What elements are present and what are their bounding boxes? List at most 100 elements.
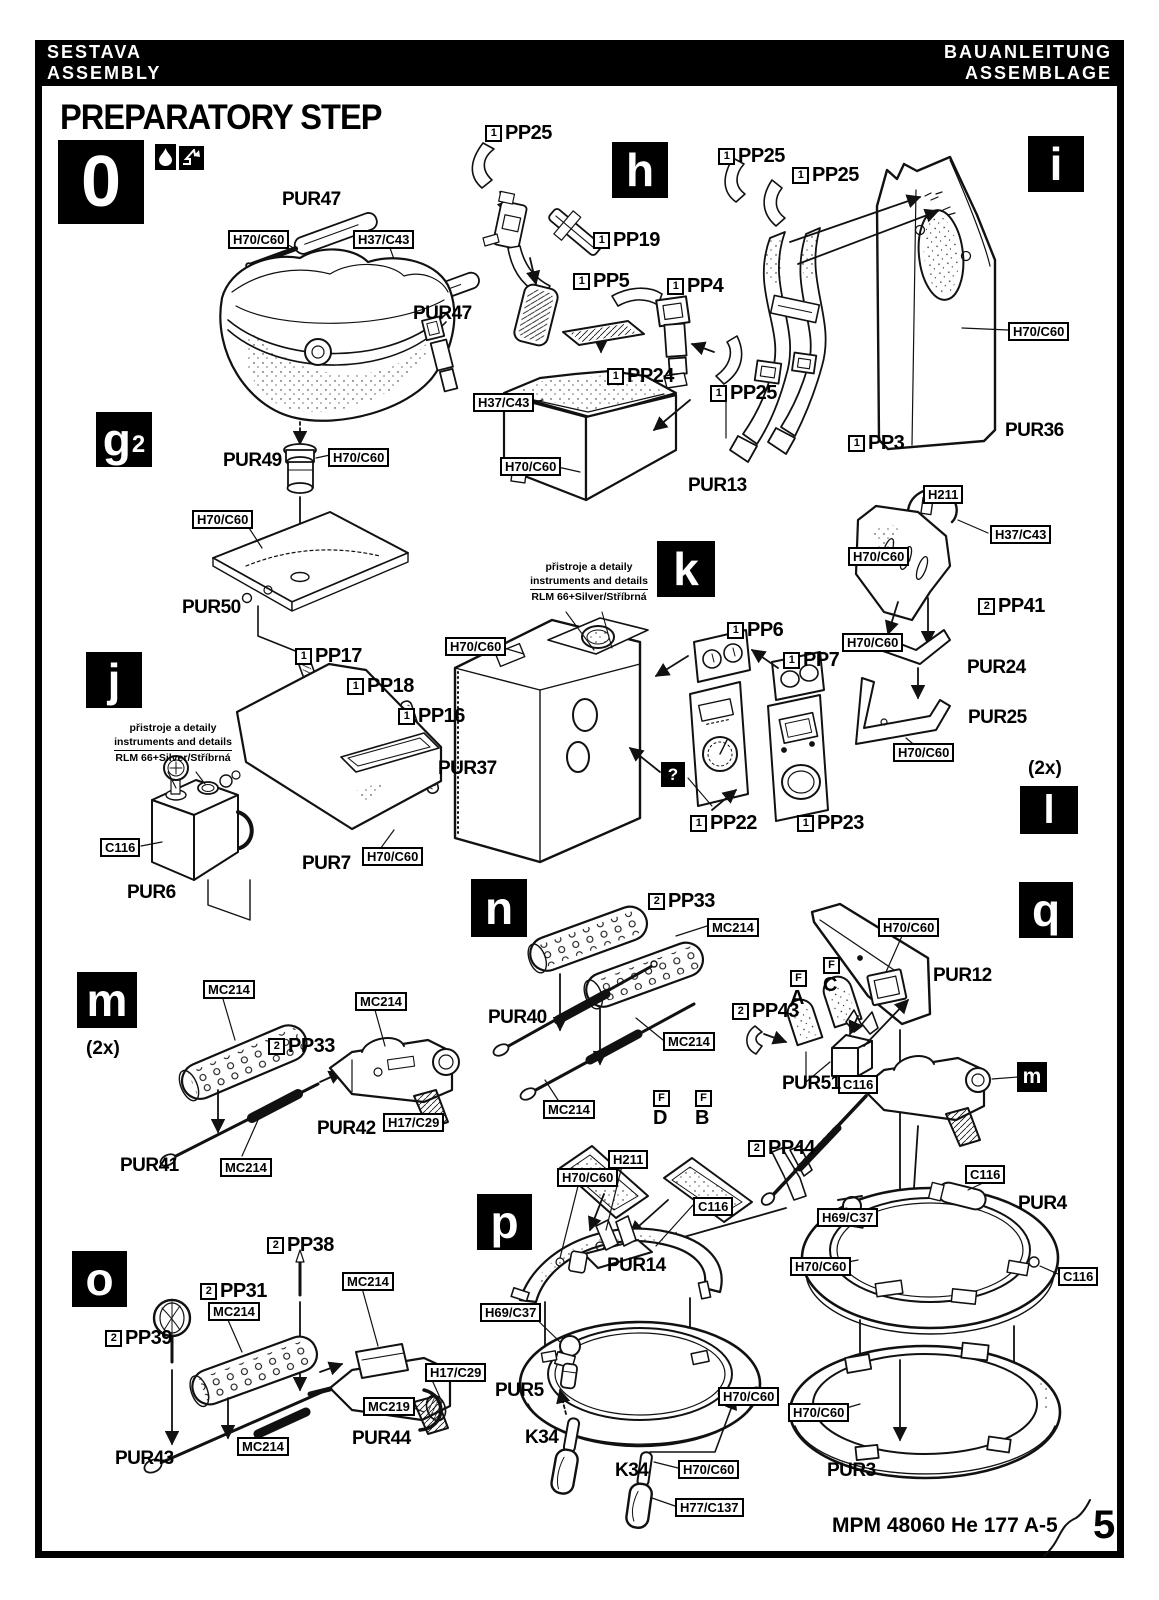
sprue-number-box: 1 xyxy=(607,368,624,385)
part-code: PP4 xyxy=(687,275,724,297)
step-letter: m xyxy=(86,974,128,1026)
paint-code-box: MC214 xyxy=(543,1100,595,1119)
paint-code-box: H70/C60 xyxy=(192,510,254,529)
paint-code-box: H70/C60 xyxy=(445,637,507,656)
paint-code-box: MC214 xyxy=(220,1158,272,1177)
sprue-number-box: 1 xyxy=(727,622,744,639)
step-letter-box-k: k xyxy=(657,541,715,597)
resin-part-name: PUR40 xyxy=(488,1007,547,1028)
step-letter-sub: 2 xyxy=(131,431,146,458)
glue-drop-icon xyxy=(155,144,176,170)
part-code: PP44 xyxy=(768,1137,815,1159)
resin-part-name: PUR12 xyxy=(933,965,992,986)
sprue-number-box: 1 xyxy=(792,167,809,184)
note-line: instruments and details xyxy=(530,574,648,590)
step-letter-box-q: q xyxy=(1019,882,1073,938)
resin-part-name: PUR36 xyxy=(1005,420,1064,441)
paint-code-box: H37/C43 xyxy=(990,525,1052,544)
sprue-number-box: 2 xyxy=(268,1038,285,1055)
resin-part-name: K34 xyxy=(615,1460,649,1481)
paint-code-box: H211 xyxy=(608,1150,649,1169)
step-letter: j xyxy=(107,654,121,706)
sprue-number-box: 1 xyxy=(710,385,727,402)
paint-code-box: H70/C60 xyxy=(878,918,940,937)
film-sprue-box: F xyxy=(695,1090,712,1107)
paint-code-box: C116 xyxy=(693,1197,734,1216)
step-letter-box-unknown: ? xyxy=(661,762,685,787)
header-bar: SESTAVA ASSEMBLY BAUANLEITUNG ASSEMBLAGE xyxy=(35,40,1124,86)
step-letter: h xyxy=(625,144,655,196)
paint-code-box: H70/C60 xyxy=(228,230,290,249)
film-part-letter: A xyxy=(790,987,805,1009)
film-part-letter: C xyxy=(823,974,838,996)
sprue-number-box: 1 xyxy=(848,435,865,452)
step-letter: q xyxy=(1031,884,1061,936)
paint-code-box: H70/C60 xyxy=(790,1257,852,1276)
sprue-number-box: 1 xyxy=(398,708,415,725)
part-code: PP19 xyxy=(613,229,660,251)
film-sprue-box: F xyxy=(790,970,807,987)
paint-code-box: H70/C60 xyxy=(678,1460,740,1479)
sprue-number-box: 2 xyxy=(748,1140,765,1157)
paint-code-box: H70/C60 xyxy=(848,547,910,566)
page-title: PREPARATORY STEP xyxy=(60,98,382,137)
header-sestava: SESTAVA xyxy=(47,42,143,62)
note-line: instruments and details xyxy=(114,735,232,751)
sprue-number-box: 1 xyxy=(347,678,364,695)
paint-code-box: C116 xyxy=(838,1075,879,1094)
sprue-number-box: 1 xyxy=(295,648,312,665)
sprue-number-box: 1 xyxy=(573,273,590,290)
step-letter: n xyxy=(484,882,514,934)
paint-code-box: H70/C60 xyxy=(788,1403,850,1422)
header-assembly: ASSEMBLY xyxy=(47,63,162,83)
header-left: SESTAVA ASSEMBLY xyxy=(47,42,161,84)
sprue-number-box: 2 xyxy=(267,1237,284,1254)
sprue-number-box: 2 xyxy=(200,1283,217,1300)
header-assemblage: ASSEMBLAGE xyxy=(964,63,1112,83)
paint-code-box: H70/C60 xyxy=(328,448,390,467)
resin-part-name: PUR14 xyxy=(607,1255,666,1276)
paint-code-box: MC214 xyxy=(663,1032,715,1051)
part-code: PP5 xyxy=(593,270,630,292)
resin-part-name: PUR51 xyxy=(782,1073,841,1094)
step-letter-box-m-ref: m xyxy=(1017,1062,1047,1092)
part-code: PP41 xyxy=(998,595,1045,617)
step-letter: p xyxy=(490,1196,519,1248)
part-code: PP33 xyxy=(668,890,715,912)
sprue-number-box: 1 xyxy=(718,148,735,165)
paint-code-box: H37/C43 xyxy=(473,393,535,412)
paint-code-box: MC214 xyxy=(707,918,759,937)
sprue-number-box: 1 xyxy=(667,278,684,295)
bend-part-icon xyxy=(179,146,204,170)
resin-part-name: PUR5 xyxy=(495,1380,544,1401)
sprue-number-box: 2 xyxy=(978,598,995,615)
part-code: PP24 xyxy=(627,365,674,387)
paint-code-box: H69/C37 xyxy=(817,1208,879,1227)
resin-part-name: PUR50 xyxy=(182,597,241,618)
resin-part-name: K34 xyxy=(525,1427,559,1448)
resin-part-name: PUR7 xyxy=(302,853,351,874)
quantity-label: (2x) xyxy=(86,1038,120,1059)
paint-code-box: H70/C60 xyxy=(893,743,955,762)
sprue-number-box: 2 xyxy=(732,1003,749,1020)
step-letter-box-l: l xyxy=(1020,786,1078,834)
quantity-label: (2x) xyxy=(1028,758,1062,779)
header-right: BAUANLEITUNG ASSEMBLAGE xyxy=(944,42,1112,84)
paint-code-box: H17/C29 xyxy=(383,1113,445,1132)
part-code: PP22 xyxy=(710,812,757,834)
step-letter-box-h: h xyxy=(612,142,668,198)
